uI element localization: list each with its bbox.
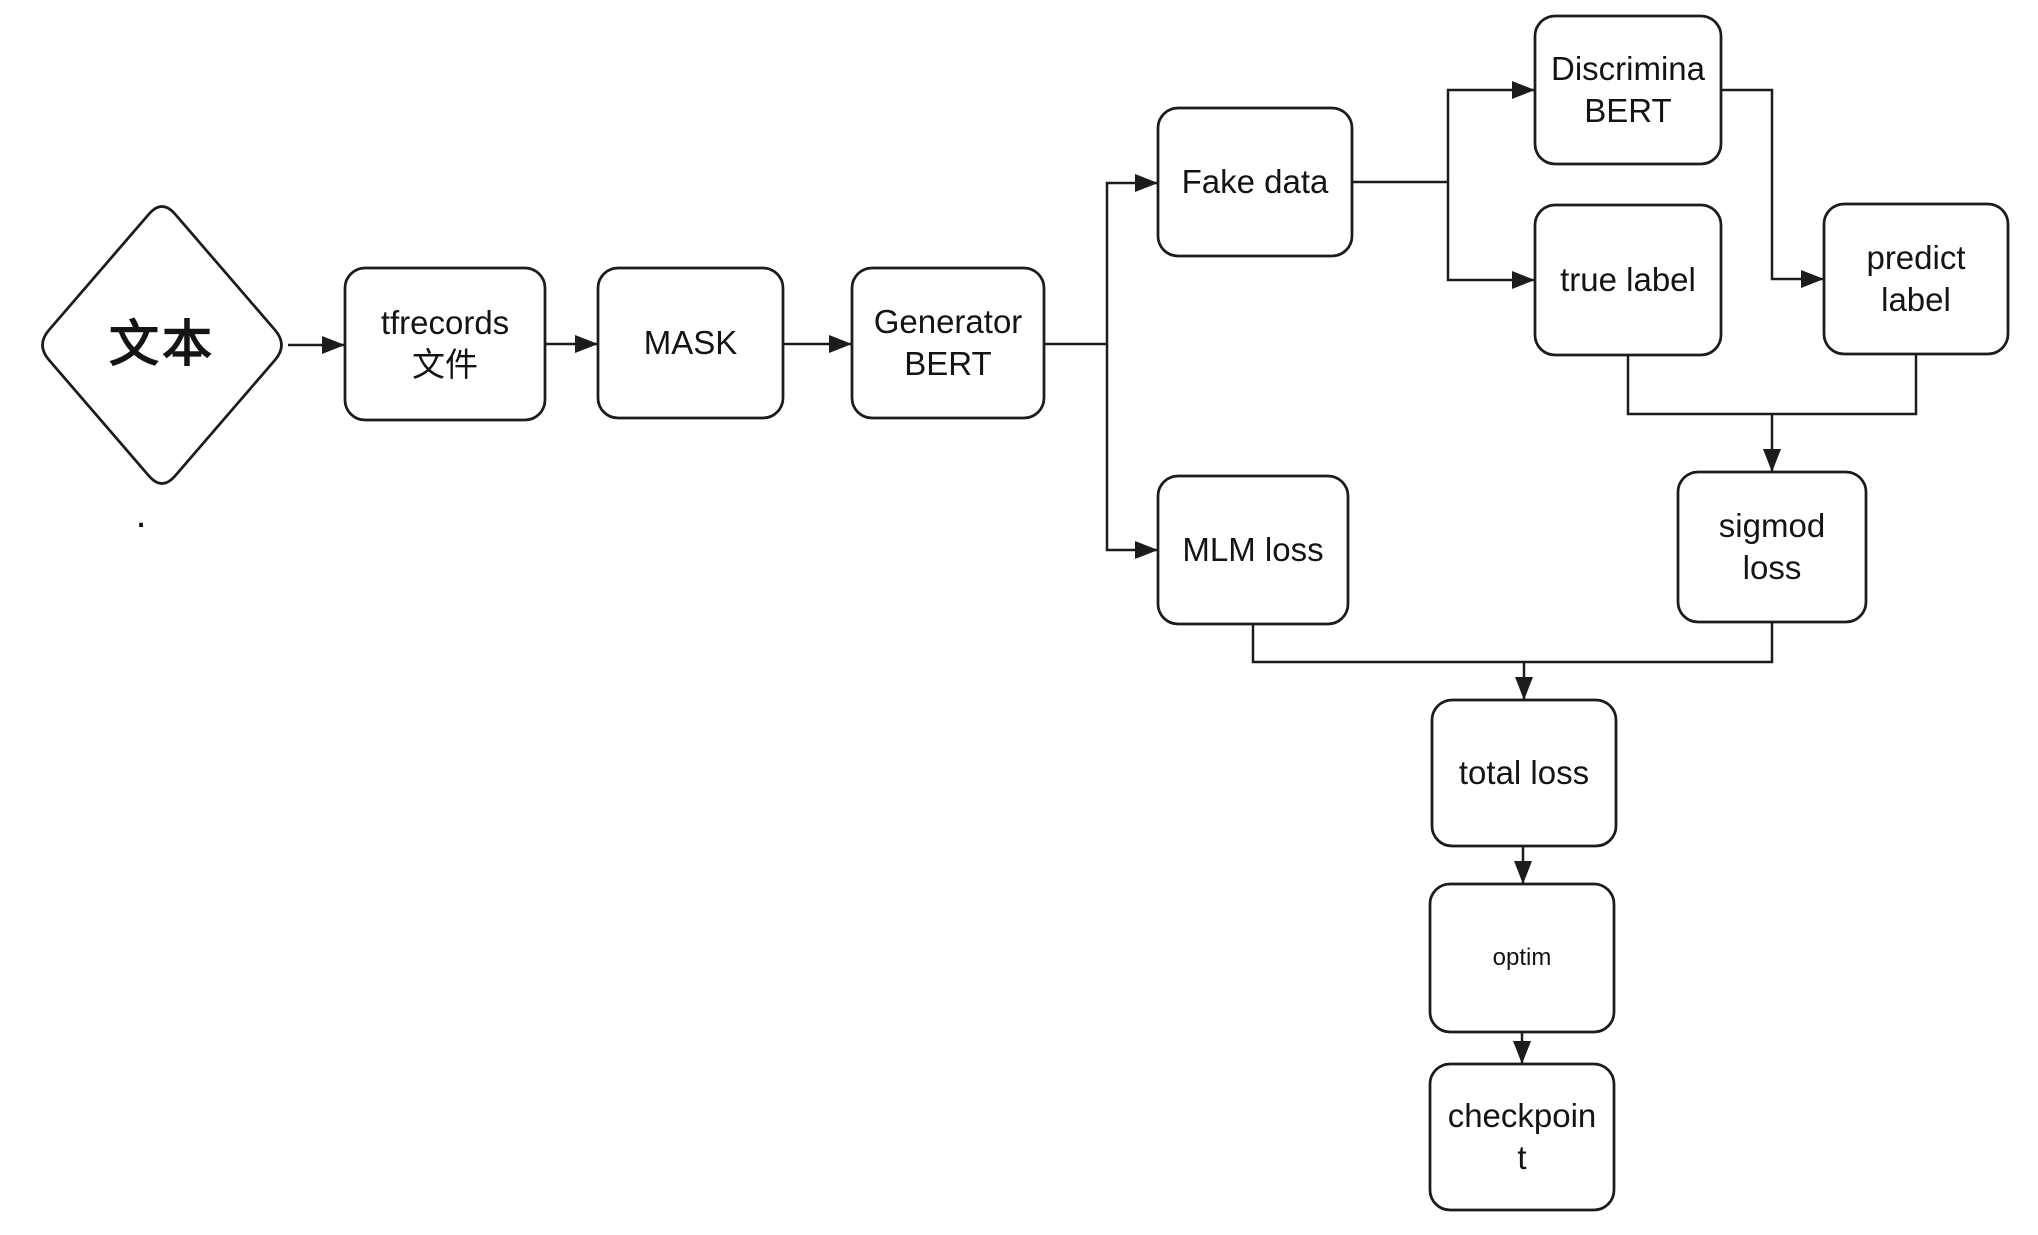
edge-generator-to-mlm-loss bbox=[1105, 344, 1158, 559]
edge-losses-merge-bus bbox=[1251, 622, 1774, 664]
node-shape-total-loss bbox=[1430, 698, 1618, 848]
node-shape-checkpoint bbox=[1428, 1062, 1616, 1212]
node-shape-fake-data bbox=[1156, 106, 1354, 258]
node-label-sigmod-loss: sigmod loss bbox=[1718, 507, 1826, 586]
edge-fake-data-to-discriminator bbox=[1352, 81, 1535, 184]
node-shape-optim bbox=[1428, 882, 1616, 1034]
node-shape-predict-label bbox=[1822, 202, 2010, 356]
node-shape-source-diamond bbox=[41, 205, 283, 485]
node-label-total-loss: total loss bbox=[1458, 754, 1590, 792]
node-shape-sigmod-loss bbox=[1676, 470, 1868, 624]
node-shape-true-label bbox=[1533, 203, 1723, 357]
node-label-optim: optim bbox=[1492, 943, 1552, 971]
node-label-discriminator: Discrimina BERT bbox=[1550, 50, 1705, 129]
edge-fake-data-to-true-label bbox=[1446, 182, 1535, 289]
node-shape-mlm-loss bbox=[1156, 474, 1350, 626]
edge-labels-merge-bus bbox=[1626, 354, 1918, 416]
node-label-fake-data: Fake data bbox=[1181, 163, 1329, 201]
node-shape-tfrecords bbox=[343, 266, 547, 422]
node-label-true-label: true label bbox=[1560, 261, 1696, 299]
node-label-mlm-loss: MLM loss bbox=[1182, 531, 1324, 569]
node-label-source: 文本 bbox=[109, 316, 215, 373]
node-label-predict-label: predict label bbox=[1866, 239, 1966, 318]
node-label-tfrecords: tfrecords 文件 bbox=[380, 304, 510, 383]
node-shape-discriminator bbox=[1533, 14, 1723, 166]
node-shape-generator bbox=[850, 266, 1046, 420]
stray-period-mark: . bbox=[135, 491, 147, 536]
edge-discriminator-to-predict-label bbox=[1721, 88, 1824, 288]
edge-generator-to-fake-data bbox=[1044, 174, 1158, 346]
node-label-mask: MASK bbox=[643, 324, 738, 362]
node-shape-mask bbox=[596, 266, 785, 420]
node-label-checkpoint: checkpoin t bbox=[1447, 1097, 1597, 1176]
node-label-generator: Generator BERT bbox=[873, 303, 1023, 382]
